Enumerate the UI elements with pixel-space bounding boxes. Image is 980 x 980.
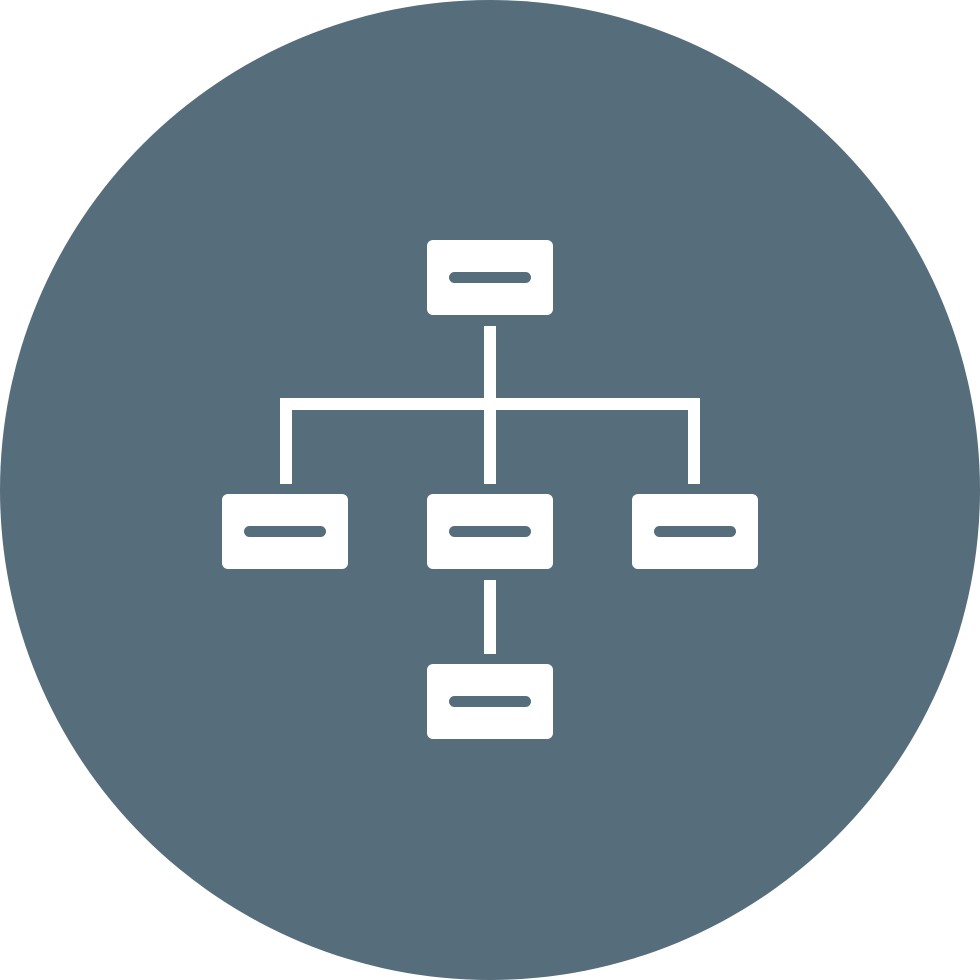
node-middle-left (222, 494, 348, 569)
connector-bottom-drop (484, 580, 496, 654)
node-label-bar (449, 272, 531, 283)
connector-right-drop (688, 398, 700, 484)
node-label-bar (654, 526, 736, 537)
node-middle-right (632, 494, 758, 569)
node-label-bar (449, 696, 531, 707)
node-label-bar (244, 526, 326, 537)
connector-horizontal-bus (280, 398, 700, 410)
node-middle-center (427, 494, 553, 569)
connector-lines (280, 326, 700, 654)
node-top (427, 240, 553, 315)
node-label-bar (449, 526, 531, 537)
node-bottom (427, 664, 553, 739)
hierarchy-nodes (222, 240, 758, 739)
connector-left-drop (280, 398, 292, 484)
